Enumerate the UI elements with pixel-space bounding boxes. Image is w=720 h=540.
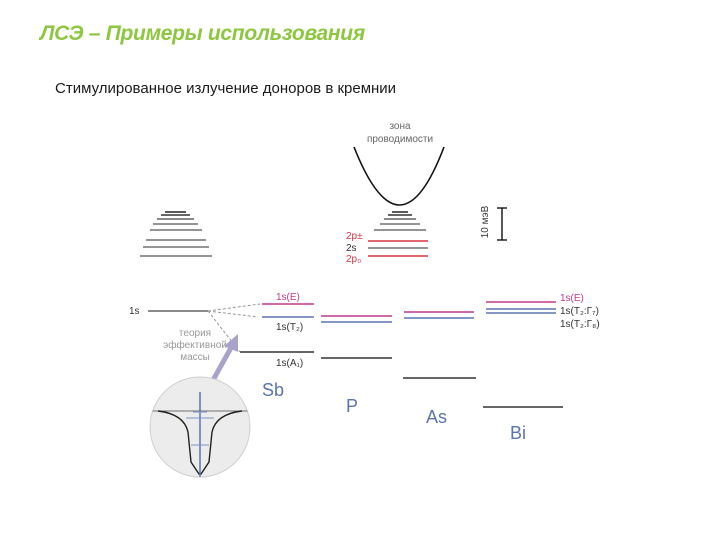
- donor-label-as: As: [426, 407, 447, 427]
- ema-label-3: массы: [180, 352, 210, 363]
- energy-scale-label: 10 мэВ: [480, 205, 491, 238]
- hydrogenic-levels-stack: [140, 211, 212, 257]
- right-level-1s-t2-g8-label: 1s(T₂:Γ₈): [560, 319, 600, 330]
- potential-well-inset: [149, 376, 251, 478]
- donor-label-bi: Bi: [510, 423, 526, 443]
- ema-dashed-links: [207, 303, 261, 353]
- ema-label-2: эффективной: [163, 339, 227, 351]
- sb-level-1s-e-label: 1s(E): [276, 292, 300, 303]
- sb-level-1s-t2-label: 1s(T₂): [276, 322, 303, 333]
- right-level-1s-t2-g7-label: 1s(T₂:Γ₇): [560, 306, 599, 317]
- energy-scale-bar: [497, 207, 507, 241]
- slide-title: ЛСЭ – Примеры использования: [40, 22, 365, 45]
- inset-arrow: [209, 334, 238, 384]
- donor-label-sb: Sb: [262, 380, 284, 400]
- slide-subtitle: Стимулированное излучение доноров в крем…: [55, 80, 397, 97]
- conduction-band-label-1: зона: [389, 121, 411, 132]
- ema-label-1: теория: [179, 328, 211, 339]
- level-2p-pm-label: 2p±: [346, 231, 363, 242]
- level-2p0-label: 2p₀: [346, 254, 361, 265]
- right-level-1s-e-label: 1s(E): [560, 293, 584, 304]
- conduction-band: [353, 146, 445, 231]
- donor-label-p: P: [346, 396, 358, 416]
- level-2s-label: 2s: [346, 243, 357, 254]
- conduction-band-label-2: проводимости: [367, 134, 433, 145]
- sb-level-1s-a1-label: 1s(A₁): [276, 358, 303, 369]
- level-1s-label: 1s: [129, 306, 140, 317]
